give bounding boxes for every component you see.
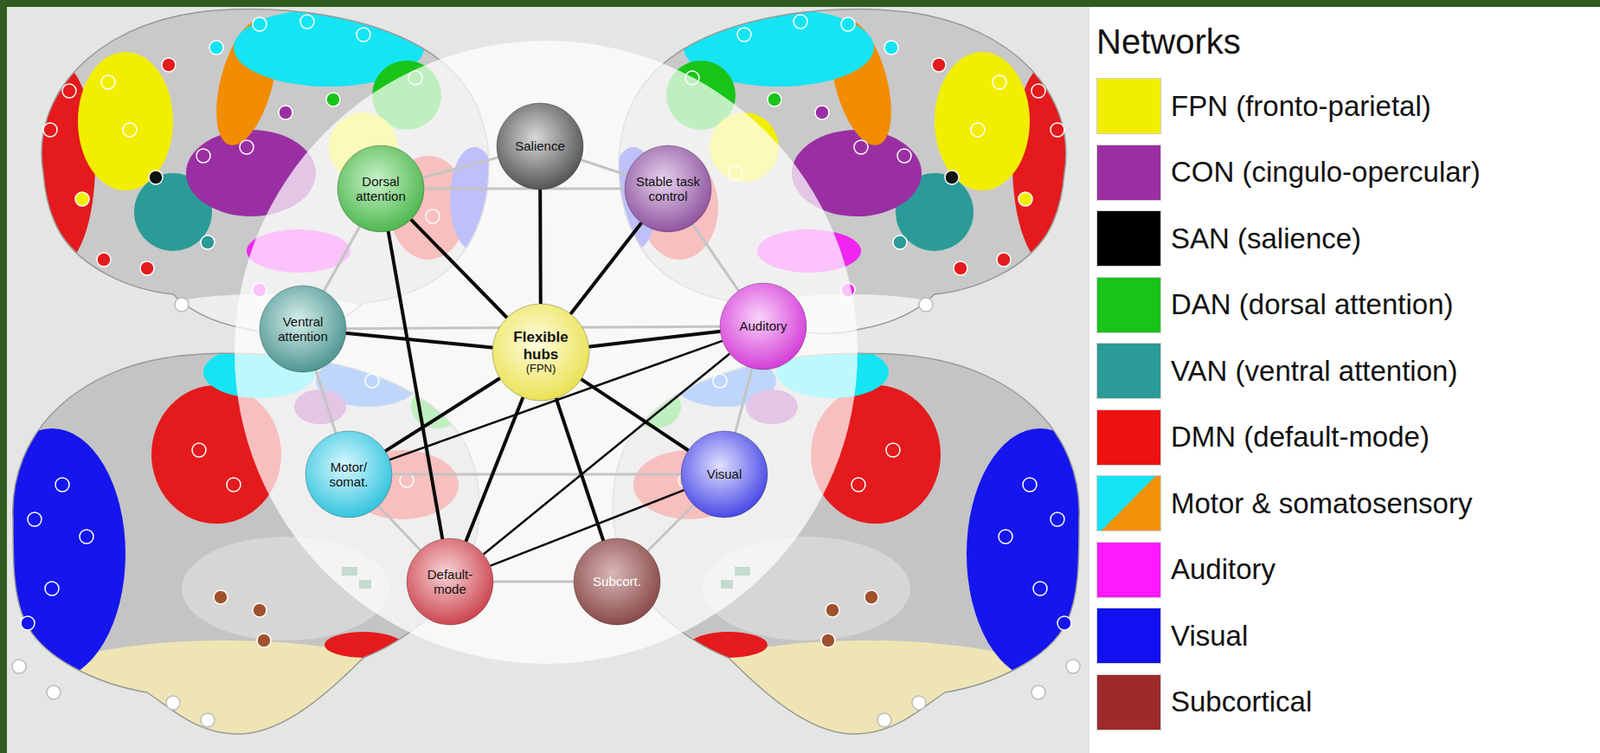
legend-swatch bbox=[1096, 276, 1162, 334]
network-sphere: Ventral attention bbox=[258, 284, 347, 373]
network-label: Salience bbox=[514, 138, 566, 154]
network-link bbox=[590, 331, 720, 347]
network-link bbox=[494, 580, 573, 584]
sphere-label-box: Flexible hubs(FPN) bbox=[491, 302, 591, 402]
sphere-circle bbox=[337, 145, 425, 232]
sphere-circle bbox=[492, 303, 590, 401]
network-link bbox=[571, 223, 642, 314]
legend-label: VAN (ventral attention) bbox=[1170, 354, 1458, 388]
network-sphere: Salience bbox=[495, 102, 585, 191]
network-sphere: Default- mode bbox=[405, 537, 495, 626]
legend-panel: NetworksFPN (fronto-parietal) CON (cingul… bbox=[1089, 6, 1600, 753]
network-sphere: Motor/ somat. bbox=[304, 430, 393, 519]
network-link bbox=[324, 227, 360, 291]
network-label: Dorsal attention bbox=[345, 173, 417, 205]
frame-bar bbox=[0, 0, 7, 753]
network-link bbox=[735, 368, 752, 431]
network-sphere: Flexible hubs(FPN) bbox=[491, 302, 591, 402]
legend-swatch bbox=[1096, 144, 1162, 201]
network-link bbox=[556, 398, 604, 540]
network-sphere: Stable task control bbox=[623, 144, 713, 233]
network-label: Motor/ somat. bbox=[313, 459, 385, 490]
network-link bbox=[466, 398, 523, 541]
network-label: Flexible hubs bbox=[501, 328, 580, 363]
sphere-circle bbox=[496, 102, 584, 190]
legend-swatch bbox=[1096, 607, 1162, 664]
network-link bbox=[648, 505, 694, 551]
legend-swatch bbox=[1096, 541, 1162, 598]
network-link bbox=[315, 371, 335, 433]
network-link bbox=[581, 160, 626, 175]
sphere-circle bbox=[681, 430, 768, 518]
network-sphere: Subcort. bbox=[572, 537, 662, 626]
sphere-label-box: Ventral attention bbox=[258, 284, 347, 373]
sphere-label-box: Motor/ somat. bbox=[304, 430, 393, 519]
legend-label: SAN (salience) bbox=[1170, 222, 1362, 256]
legend-swatch bbox=[1096, 77, 1162, 135]
sphere-circle bbox=[259, 285, 347, 373]
legend-label: Motor & somatosensory bbox=[1170, 487, 1472, 521]
network-link bbox=[693, 224, 739, 290]
legend-label: DAN (dorsal attention) bbox=[1170, 288, 1453, 322]
network-link bbox=[538, 190, 543, 303]
network-label: Subcort. bbox=[592, 573, 642, 589]
legend-swatch bbox=[1096, 475, 1162, 532]
sphere-circle bbox=[573, 538, 661, 625]
network-link bbox=[346, 333, 493, 347]
legend-label: CON (cingulo-opercular) bbox=[1170, 155, 1481, 189]
network-sphere: Dorsal attention bbox=[336, 144, 425, 233]
legend-swatch bbox=[1096, 210, 1162, 267]
network-label: Ventral attention bbox=[267, 314, 339, 345]
network-link bbox=[392, 473, 681, 476]
network-link bbox=[388, 231, 443, 539]
network-label: Visual bbox=[706, 466, 743, 482]
legend-label: Auditory bbox=[1170, 552, 1276, 586]
network-link bbox=[581, 379, 688, 450]
sphere-circle bbox=[406, 538, 494, 625]
network-label: Default- mode bbox=[414, 566, 486, 598]
frame-bar bbox=[0, 0, 1600, 7]
sphere-label-box: Subcort. bbox=[572, 537, 662, 626]
network-label: (FPN) bbox=[526, 362, 557, 376]
legend-label: FPN (fronto-parietal) bbox=[1170, 89, 1432, 123]
sphere-label-box: Salience bbox=[495, 102, 585, 191]
legend-swatch bbox=[1096, 674, 1162, 731]
sphere-label-box: Default- mode bbox=[405, 537, 495, 626]
network-circle bbox=[234, 40, 858, 664]
sphere-label-box: Stable task control bbox=[623, 144, 713, 233]
network-label: Stable task control bbox=[632, 173, 704, 205]
legend-title: Networks bbox=[1096, 22, 1241, 62]
legend-label: DMN (default-mode) bbox=[1170, 420, 1430, 454]
network-link bbox=[379, 506, 420, 550]
sphere-circle bbox=[624, 145, 712, 232]
sphere-circle bbox=[305, 430, 392, 518]
sphere-label-box: Dorsal attention bbox=[336, 144, 425, 233]
network-link bbox=[411, 219, 507, 317]
network-link bbox=[424, 187, 624, 191]
legend-swatch bbox=[1096, 409, 1162, 466]
legend-label: Visual bbox=[1170, 619, 1248, 653]
network-sphere: Visual bbox=[680, 430, 769, 519]
sphere-label-box: Visual bbox=[680, 430, 769, 519]
legend-swatch bbox=[1096, 342, 1162, 399]
network-sphere: Auditory bbox=[719, 282, 808, 371]
sphere-circle bbox=[719, 282, 807, 370]
sphere-label-box: Auditory bbox=[719, 282, 808, 371]
network-label: Auditory bbox=[738, 318, 787, 334]
legend-label: Subcortical bbox=[1170, 685, 1312, 719]
network-link bbox=[423, 157, 497, 178]
